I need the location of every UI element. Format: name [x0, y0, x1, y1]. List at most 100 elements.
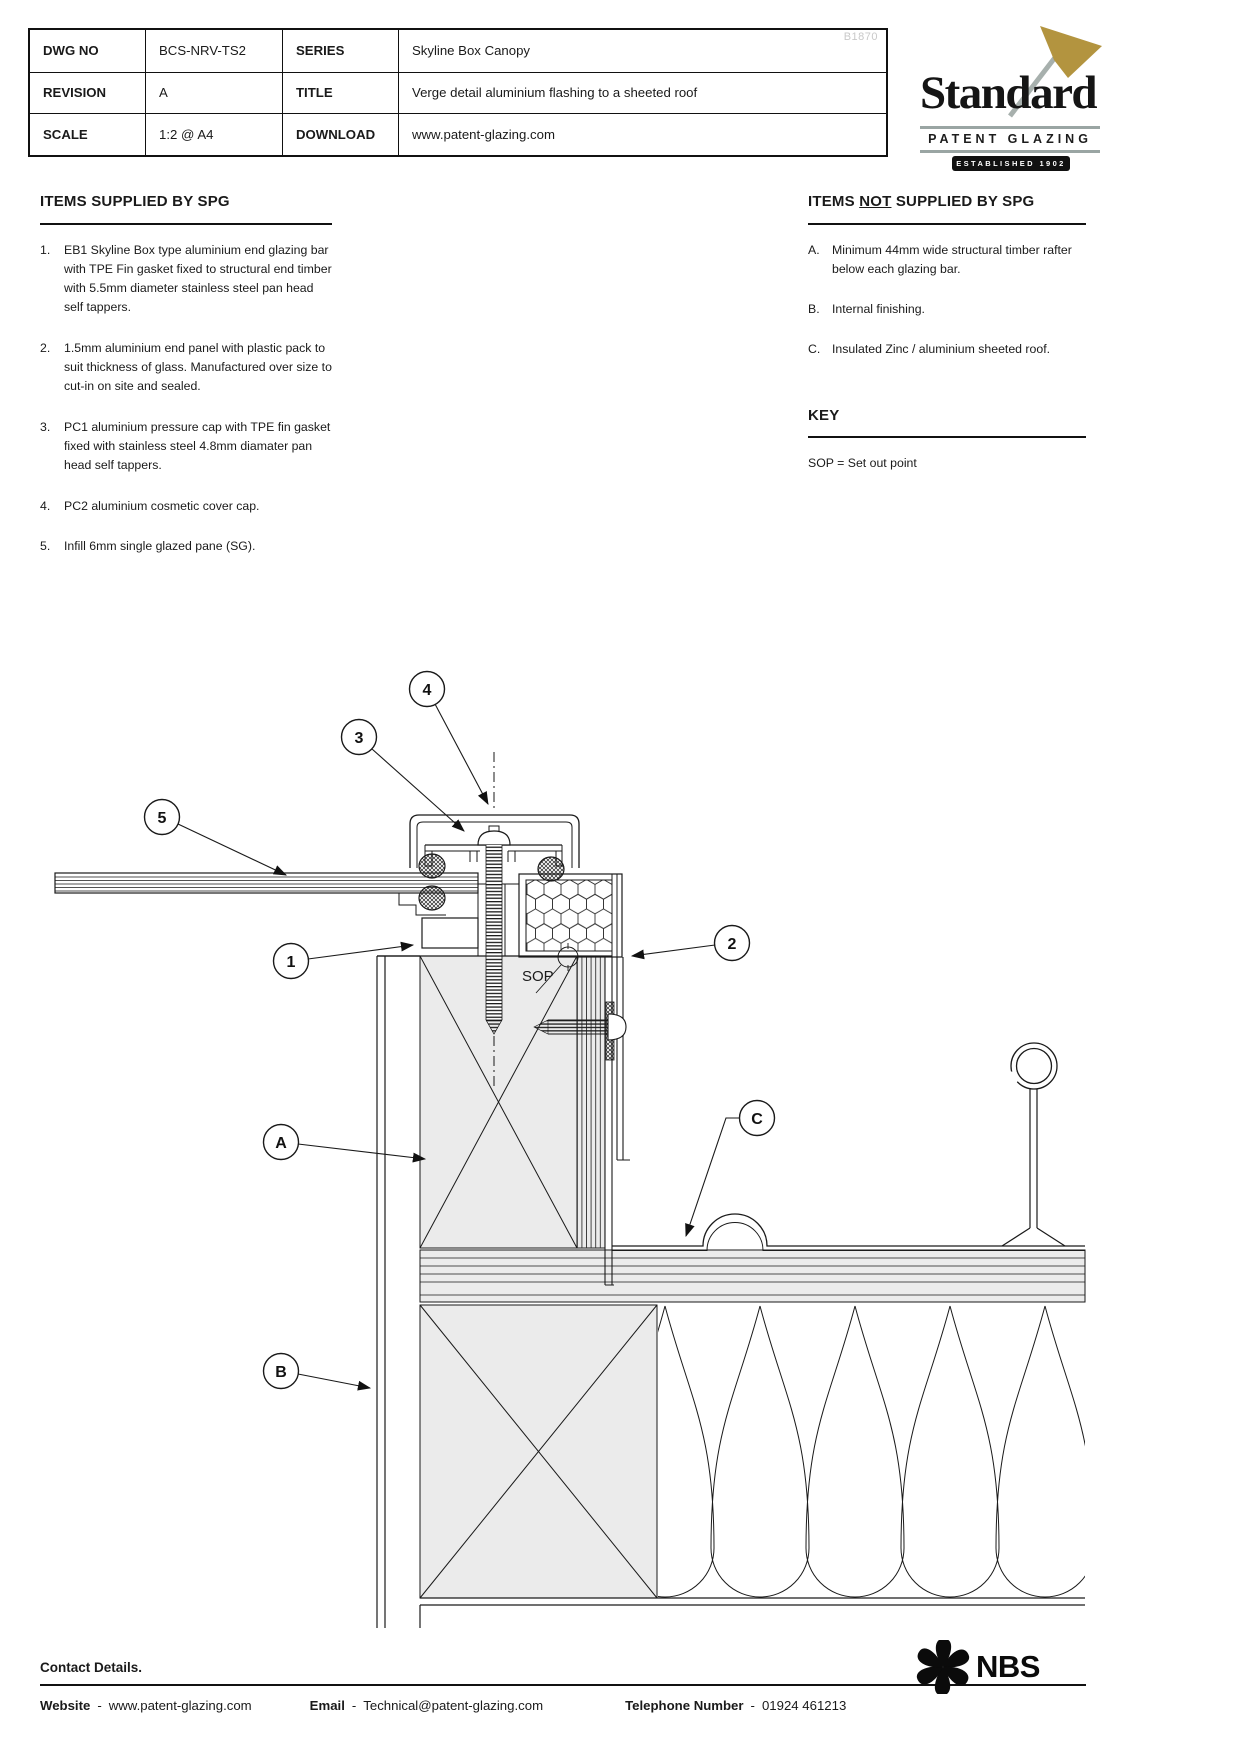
footer: Contact Details. Website-www.patent-glaz…	[40, 1660, 1086, 1713]
list-item: C. Insulated Zinc / aluminium sheeted ro…	[808, 340, 1086, 359]
item-number: 1.	[40, 242, 51, 257]
svg-text:3: 3	[355, 730, 364, 747]
sheet-watermark: B1870	[843, 31, 878, 43]
download-value[interactable]: www.patent-glazing.com	[398, 113, 886, 155]
standing-seam-clip	[1001, 1042, 1066, 1247]
svg-text:B: B	[275, 1364, 287, 1381]
phone-label: Telephone Number	[625, 1698, 744, 1713]
series-label: SERIES	[282, 30, 398, 72]
list-item: 1. EB1 Skyline Box type aluminium end gl…	[40, 241, 332, 318]
item-text: PC2 aluminium cosmetic cover cap.	[64, 498, 260, 513]
sheeted-roof	[612, 1042, 1085, 1251]
revision-label: REVISION	[30, 71, 145, 114]
horizontal-screw	[533, 1013, 627, 1041]
callout-5: 5	[143, 798, 181, 836]
items-supplied-section: ITEMS SUPPLIED BY SPG 1. EB1 Skyline Box…	[40, 190, 332, 577]
website-label: Website	[40, 1698, 91, 1713]
flag-icon	[1008, 26, 1102, 118]
email-group: Email-Technical@patent-glazing.com	[309, 1698, 544, 1713]
key-section: KEY SOP = Set out point	[808, 404, 1086, 474]
nbs-logo: NBS	[916, 1640, 1040, 1694]
items-supplied-header: ITEMS SUPPLIED BY SPG	[40, 190, 332, 225]
items-not-supplied-header: ITEMS NOT SUPPLIED BY SPG	[808, 190, 1086, 225]
item-text: Internal finishing.	[832, 302, 925, 317]
phone-group: Telephone Number-01924 461213	[625, 1698, 847, 1713]
item-number: 5.	[40, 538, 51, 553]
item-letter: C.	[808, 342, 821, 357]
timber-lower	[419, 1304, 658, 1599]
title-value: Verge detail aluminium flashing to a she…	[398, 71, 886, 113]
title-block-table: DWG NO BCS-NRV-TS2 SERIES Skyline Box Ca…	[28, 28, 888, 157]
series-value: Skyline Box Canopy	[398, 30, 886, 72]
logo-wordmark: Standard	[920, 67, 1098, 119]
item-letter: B.	[808, 302, 820, 317]
logo-subtitle: PATENT GLAZING	[928, 132, 1092, 146]
callout-4: 4	[408, 670, 446, 708]
download-label: DOWNLOAD	[282, 113, 398, 155]
glass-pane	[54, 872, 479, 894]
contact-details-heading: Contact Details.	[40, 1660, 143, 1675]
list-item: A. Minimum 44mm wide structural timber r…	[808, 241, 1086, 280]
svg-text:1: 1	[287, 954, 296, 971]
item-text: PC1 aluminium pressure cap with TPE fin …	[64, 419, 331, 473]
dwg-no-value: BCS-NRV-TS2	[145, 30, 282, 72]
list-item: 4. PC2 aluminium cosmetic cover cap.	[40, 497, 332, 516]
svg-text:A: A	[275, 1135, 287, 1152]
title-label: TITLE	[282, 71, 398, 113]
key-entry: SOP = Set out point	[808, 456, 917, 471]
ceiling-line	[420, 1597, 1085, 1606]
scale-value: 1:2 @ A4	[145, 113, 282, 155]
callout-2: 2	[713, 924, 751, 962]
website-link[interactable]: www.patent-glazing.com	[108, 1698, 252, 1713]
item-text: Minimum 44mm wide structural timber raft…	[832, 242, 1072, 276]
nbs-text: NBS	[976, 1649, 1040, 1684]
logo-rule	[920, 150, 1100, 153]
svg-text:5: 5	[158, 810, 167, 827]
phone-value: 01924 461213	[761, 1698, 847, 1713]
internal-finish-wall	[376, 956, 386, 1628]
timber-rafter-upper	[377, 955, 606, 1249]
svg-text:4: 4	[423, 682, 432, 699]
email-label: Email	[309, 1698, 345, 1713]
sop-label: SOP	[522, 968, 554, 985]
item-text: Insulated Zinc / aluminium sheeted roof.	[832, 342, 1051, 357]
spg-logo: Standard PATENT GLAZING ESTABLISHED 1902	[918, 24, 1104, 171]
logo-established-badge: ESTABLISHED 1902	[952, 156, 1070, 171]
end-panel	[478, 873, 630, 1286]
callout-3: 3	[340, 718, 378, 756]
items-not-supplied-section: ITEMS NOT SUPPLIED BY SPG A. Minimum 44m…	[808, 190, 1086, 474]
item-text: 1.5mm aluminium end panel with plastic p…	[64, 340, 332, 394]
list-item: 5. Infill 6mm single glazed pane (SG).	[40, 537, 332, 556]
email-link[interactable]: Technical@patent-glazing.com	[363, 1698, 544, 1713]
tpe-gaskets	[418, 853, 565, 911]
item-number: 2.	[40, 340, 51, 355]
sop-marker	[535, 943, 582, 994]
svg-text:C: C	[751, 1111, 763, 1128]
revision-value: A	[145, 71, 282, 113]
dwg-no-label: DWG NO	[43, 43, 99, 59]
callout-B: B	[262, 1352, 300, 1390]
list-item: 3. PC1 aluminium pressure cap with TPE f…	[40, 418, 332, 476]
list-item: 2. 1.5mm aluminium end panel with plasti…	[40, 339, 332, 397]
nbs-pinwheel-icon	[916, 1640, 970, 1694]
website-group: Website-www.patent-glazing.com	[40, 1698, 252, 1713]
item-text: EB1 Skyline Box type aluminium end glazi…	[64, 242, 332, 315]
item-text: Infill 6mm single glazed pane (SG).	[64, 538, 256, 553]
key-header: KEY	[808, 404, 1086, 439]
svg-text:2: 2	[728, 936, 737, 953]
item-letter: A.	[808, 242, 820, 257]
item-number: 4.	[40, 498, 51, 513]
callout-1: 1	[272, 942, 310, 980]
list-item: B. Internal finishing.	[808, 300, 1086, 319]
callout-A: A	[262, 1123, 300, 1161]
logo-rule	[920, 126, 1100, 129]
footer-rule	[40, 1684, 1086, 1686]
scale-label: SCALE	[30, 113, 145, 155]
item-number: 3.	[40, 419, 51, 434]
roof-deck	[419, 1249, 1086, 1303]
leader-lines	[177, 703, 739, 1391]
callout-bubbles: 1 2 3 4 5	[143, 670, 776, 1390]
callout-C: C	[738, 1099, 776, 1137]
